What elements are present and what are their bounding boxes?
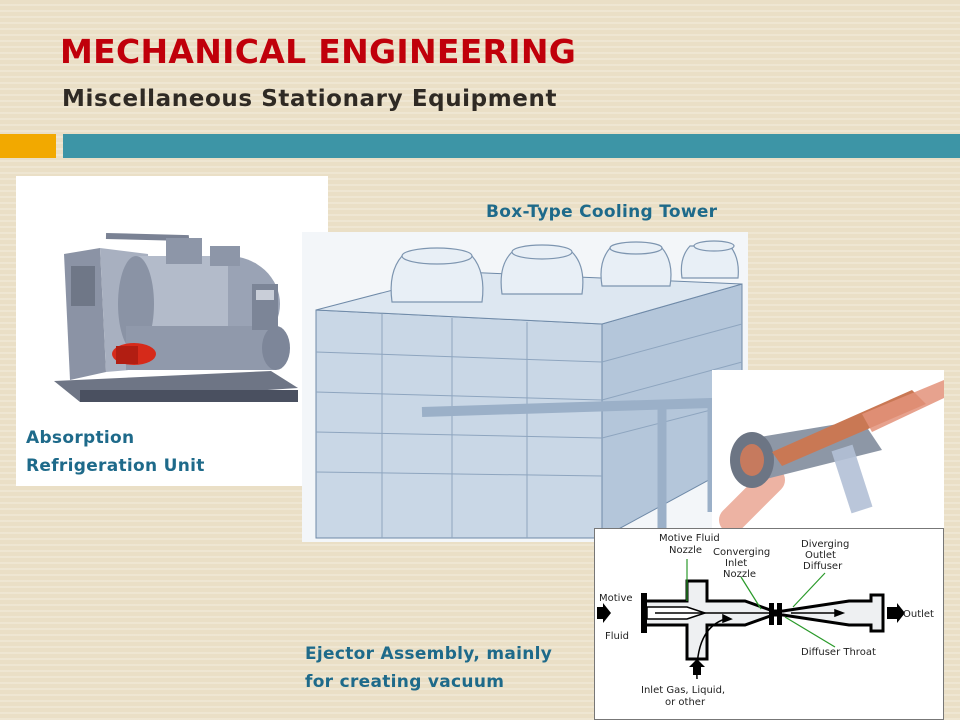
ejector-schematic-diagram: Motive Fluid Nozzle Converging Inlet Noz…: [594, 528, 944, 720]
diagram-label-motive-fluid-nozzle-2: Nozzle: [669, 545, 702, 556]
ejector-cutaway-image: [712, 370, 944, 530]
diagram-label-motive-fluid-nozzle-1: Motive Fluid: [659, 533, 720, 544]
accent-bar: [0, 134, 56, 158]
slide-title: MECHANICAL ENGINEERING: [60, 32, 577, 71]
diagram-label-motive-fluid-1: Motive: [599, 593, 633, 604]
absorption-caption-line-2: Refrigeration Unit: [26, 456, 205, 476]
diagram-label-diffuser-throat: Diffuser Throat: [801, 647, 876, 658]
diagram-label-outlet: Outlet: [903, 609, 934, 620]
slide-subtitle: Miscellaneous Stationary Equipment: [62, 86, 558, 112]
diagram-label-converging-1: Converging: [713, 547, 770, 558]
cooling-tower-caption: Box-Type Cooling Tower: [486, 202, 718, 222]
ejector-caption-line-2: for creating vacuum: [305, 672, 505, 692]
diagram-label-inlet-2: or other: [665, 697, 706, 708]
absorption-caption: Absorption Refrigeration Unit: [26, 424, 286, 480]
title-divider-bar: [63, 134, 960, 158]
diagram-label-diverging-3: Diffuser: [803, 561, 843, 572]
diagram-label-converging-3: Nozzle: [723, 569, 756, 580]
diagram-label-diverging-1: Diverging: [801, 539, 849, 550]
diagram-label-converging-2: Inlet: [725, 558, 747, 569]
box-type-cooling-tower-image: [302, 232, 748, 542]
diagram-label-inlet-1: Inlet Gas, Liquid,: [641, 685, 725, 696]
ejector-caption-line-1: Ejector Assembly, mainly: [305, 644, 553, 664]
diagram-label-diverging-2: Outlet: [805, 550, 836, 561]
diagram-label-motive-fluid-2: Fluid: [605, 631, 629, 642]
ejector-caption: Ejector Assembly, mainly for creating va…: [305, 640, 595, 696]
absorption-refrigeration-unit-image: [16, 176, 328, 486]
absorption-caption-line-1: Absorption: [26, 428, 135, 448]
